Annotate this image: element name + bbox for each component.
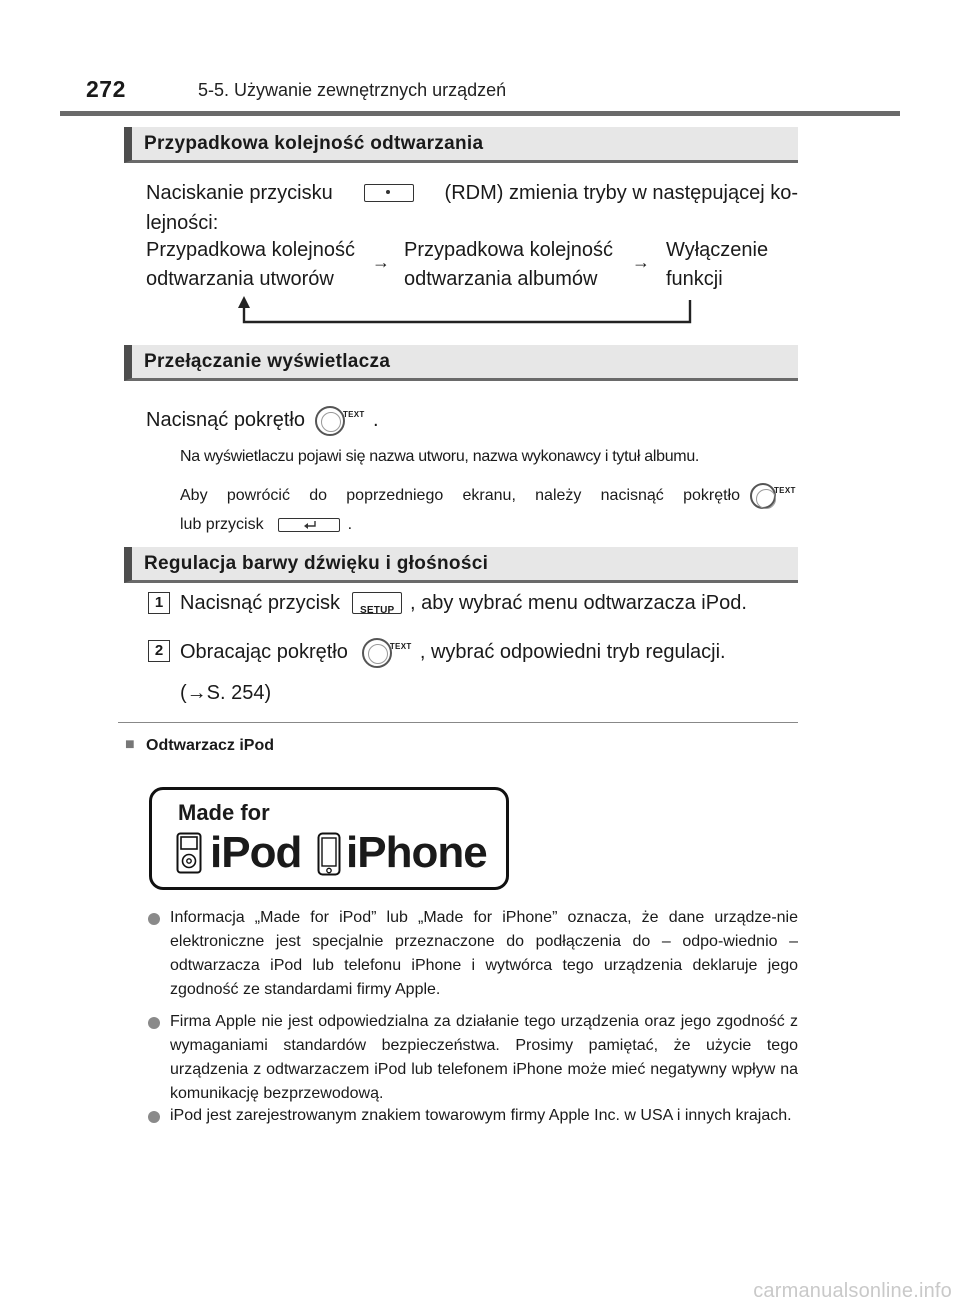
sound-step-2: Obracając pokrętło TEXT , wybrać odpowie…: [180, 632, 726, 672]
sound-step-2-after: , wybrać odpowiedni tryb regulacji.: [419, 641, 726, 663]
bullet-text-3: iPod jest zarejestrowanym znakiem towaro…: [170, 1107, 792, 1124]
sound-step-1: Nacisnąć przycisk SETUP , aby wybrać men…: [180, 588, 747, 618]
sound-step-2-before: Obracając pokrętło: [180, 641, 348, 663]
section-title-display: Przełączanie wyświetlacza: [124, 345, 798, 381]
flow-arrow-icon: →: [632, 252, 650, 272]
flow-arrow-icon: →: [372, 252, 390, 272]
flow-return-arrow-icon: [238, 296, 692, 324]
page-number: 272: [86, 76, 126, 102]
step-number-2: 2: [148, 640, 170, 662]
section-title-random: Przypadkowa kolejność odtwarzania: [124, 127, 798, 163]
setup-button-label: SETUP: [360, 605, 395, 616]
random-text-before: Naciskanie przycisku: [146, 182, 333, 204]
display-instruction: Nacisnąć pokrętło TEXT .: [146, 400, 379, 440]
text-knob-icon: TEXT: [314, 400, 369, 440]
flow-step-2-line2: odtwarzania albumów: [404, 268, 598, 290]
display-note-2-line1: Aby powrócić do poprzedniego ekranu, nal…: [180, 487, 740, 504]
sound-step-1-after: , aby wybrać menu odtwarzacza iPod.: [410, 592, 747, 614]
display-note-2: Aby powrócić do poprzedniego ekranu, nal…: [180, 479, 800, 537]
random-instruction: Naciskanie przycisku (RDM) zmienia tryby…: [146, 178, 798, 238]
flow-step-3-line2: funkcji: [666, 268, 723, 290]
flow-step-3: Wyłączenie funkcji: [666, 236, 768, 294]
chapter-title: 5-5. Używanie zewnętrznych urządzeń: [198, 80, 507, 100]
bullet-text-1: Informacja „Made for iPod” lub „Made for…: [170, 909, 798, 998]
back-button-icon: [277, 518, 340, 532]
setup-button-icon: SETUP: [352, 592, 403, 616]
bullet-icon: [148, 1111, 160, 1123]
flow-step-3-line1: Wyłączenie: [666, 239, 769, 261]
display-note-1: Na wyświetlaczu pojawi się nazwa utworu,…: [180, 448, 700, 465]
made-for-ipod-iphone-logo: Made for iPod iPhone: [149, 787, 509, 890]
section-divider: [118, 722, 798, 723]
bullet-icon: [148, 913, 160, 925]
flow-step-1-line1: Przypadkowa kolejność: [146, 239, 355, 261]
flow-step-1: Przypadkowa kolejność odtwarzania utworó…: [146, 236, 355, 294]
display-note-2-line2: lub przycisk: [180, 516, 264, 533]
text-knob-icon: TEXT: [750, 479, 800, 513]
knob-label: TEXT: [389, 642, 412, 651]
display-text-after: .: [372, 409, 379, 431]
bullet-text-2: Firma Apple nie jest odpowiedzialna za d…: [170, 1013, 798, 1102]
random-text-line2: lejności:: [146, 212, 219, 234]
display-text-before: Nacisnąć pokrętło: [146, 409, 305, 431]
page-reference: (→S. 254): [180, 682, 272, 704]
ipod-device-icon: [176, 832, 202, 874]
logo-iphone-text: iPhone: [346, 828, 488, 877]
watermark: carmanualsonline.info: [753, 1280, 952, 1302]
knob-label: TEXT: [774, 486, 796, 495]
random-text-after: (RDM) zmienia tryby w następującej ko-: [444, 182, 798, 204]
knob-label: TEXT: [342, 410, 365, 419]
section-marker: ■: [125, 736, 135, 753]
sound-step-1-before: Nacisnąć przycisk: [180, 592, 341, 614]
step-number-1: 1: [148, 592, 170, 614]
flow-step-2: Przypadkowa kolejność odtwarzania albumó…: [404, 236, 613, 294]
flow-step-1-line2: odtwarzania utworów: [146, 268, 334, 290]
ipod-section-title: Odtwarzacz iPod: [146, 737, 275, 754]
logo-made-for-text: Made for: [178, 800, 270, 825]
bullet-icon: [148, 1017, 160, 1029]
iphone-device-icon: [317, 832, 341, 876]
text-knob-icon: TEXT: [361, 632, 416, 672]
flow-step-2-line1: Przypadkowa kolejność: [404, 239, 613, 261]
header-rule: [60, 111, 900, 116]
section-title-sound: Regulacja barwy dźwięku i głośności: [124, 547, 798, 583]
display-note-2-line2-end: .: [347, 516, 353, 533]
logo-ipod-text: iPod: [210, 828, 302, 877]
rdm-button-icon: [363, 184, 414, 202]
